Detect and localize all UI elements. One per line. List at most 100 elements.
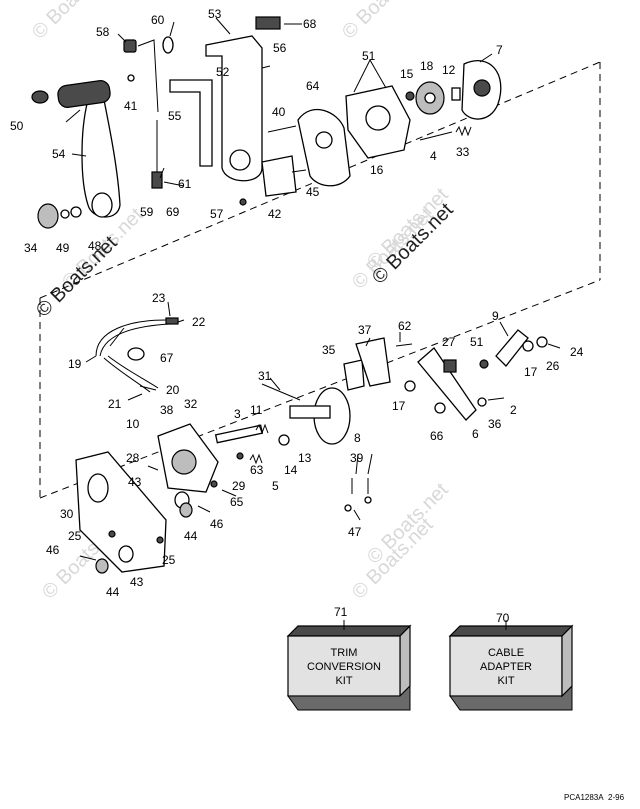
part-label: 16 (370, 163, 384, 177)
part-label: 2 (510, 403, 517, 417)
screw-28-part (147, 465, 159, 471)
cable-kit-box: CABLE ADAPTER KIT (448, 624, 574, 711)
part-label: 15 (400, 67, 414, 81)
screw-47-part (364, 496, 372, 504)
part-label: 70 (496, 611, 510, 625)
drawing-date: 2-96 (608, 793, 625, 802)
cable-kit-box-side (561, 624, 573, 698)
part-label: 36 (488, 417, 502, 431)
cover-7-hub (473, 79, 491, 97)
base-plate-hole (87, 473, 109, 503)
screw-65-part (221, 489, 237, 497)
washer-48-part (70, 206, 82, 218)
part-label: 39 (350, 451, 364, 465)
washer-26-part (536, 336, 548, 348)
part-label: 48 (88, 239, 102, 253)
part-label: 13 (298, 451, 312, 465)
pin-40-part (267, 125, 297, 133)
screw-57-part (239, 198, 247, 206)
washer-66-part (434, 402, 446, 414)
washer-49-part (60, 209, 70, 219)
part-label: 31 (258, 369, 272, 383)
part-label: 52 (216, 65, 230, 79)
screw-46b-part (79, 555, 97, 561)
nut-25b-part (156, 536, 164, 544)
part-label: 71 (334, 605, 348, 619)
handle-grip-part (57, 80, 111, 108)
knob-43b-part (118, 545, 134, 563)
part-label: 56 (273, 41, 287, 55)
watermark: © Boats.net (338, 0, 428, 44)
part-label: 33 (456, 145, 470, 159)
wire-harness-part (99, 323, 171, 357)
cable-kit-label: KIT (497, 675, 514, 687)
part-label: 29 (232, 479, 246, 493)
part-label: 20 (166, 383, 180, 397)
shaft-32-part (214, 424, 264, 444)
part-label: 40 (272, 105, 286, 119)
spring-11-part (255, 423, 269, 435)
part-label: 43 (130, 575, 144, 589)
bolt-4-part (419, 131, 453, 141)
screw-46a-part (197, 505, 211, 513)
nut-51b-part (479, 359, 489, 369)
part-label: 49 (56, 241, 70, 255)
part-label: 44 (184, 529, 198, 543)
nut-15-part (405, 91, 415, 101)
part-label: 66 (430, 429, 444, 443)
part-label: 27 (442, 335, 456, 349)
part-label: 12 (442, 63, 456, 77)
part-label: 64 (306, 79, 320, 93)
cable-kit-label: CABLE (488, 647, 524, 659)
part-label: 58 (96, 25, 110, 39)
part-label: 42 (268, 207, 282, 221)
part-label: 62 (398, 319, 412, 333)
washer-17b-part (522, 340, 534, 352)
wire-harness-part (103, 357, 151, 393)
part-label: 68 (303, 17, 317, 31)
part-label: 23 (152, 291, 166, 305)
part-label: 57 (210, 207, 224, 221)
part-label: 46 (210, 517, 224, 531)
ball-14-part (278, 434, 290, 446)
handle-hub-part (91, 192, 113, 218)
screw-56-part (261, 65, 271, 69)
cable-kit-box-shadow (449, 684, 573, 711)
housing-16-bore (365, 105, 391, 131)
part-label: 43 (128, 475, 142, 489)
part-label: 61 (178, 177, 192, 191)
washer-60-part (162, 36, 174, 54)
part-label: 8 (354, 431, 361, 445)
part-label: 69 (166, 205, 180, 219)
trim-kit-box: TRIM CONVERSION KIT (286, 624, 412, 711)
shaft-8-part (289, 405, 331, 419)
part-label: 59 (140, 205, 154, 219)
lever-55-part (169, 79, 213, 167)
part-label: 30 (60, 507, 74, 521)
nut-25a-part (108, 530, 116, 538)
part-label: 9 (492, 309, 499, 323)
part-label: 22 (192, 315, 206, 329)
washer-17a-part (404, 380, 416, 392)
clip-67-part (127, 347, 145, 361)
part-label: 21 (108, 397, 122, 411)
screw-45-part (291, 169, 307, 173)
part-label: 35 (322, 343, 336, 357)
knob-44a-part (179, 502, 193, 518)
cable-31-part (261, 383, 301, 401)
wire-harness-part (95, 319, 167, 357)
part-label: 50 (10, 119, 24, 133)
block-27-part (443, 359, 457, 373)
trim-kit-box-shadow (287, 684, 411, 711)
spacer-12-part (451, 87, 461, 101)
part-label: 44 (106, 585, 120, 599)
part-label: 17 (392, 399, 406, 413)
spring-33-part (455, 125, 472, 137)
connector-22-part (165, 317, 179, 325)
part-label: 55 (168, 109, 182, 123)
part-label: 46 (46, 543, 60, 557)
screw-63-part (236, 452, 244, 460)
part-label: 28 (126, 451, 140, 465)
washer-36-part (477, 397, 487, 407)
